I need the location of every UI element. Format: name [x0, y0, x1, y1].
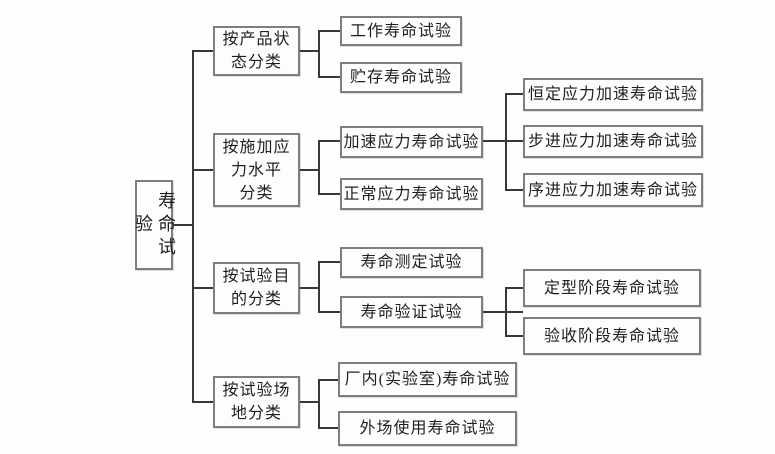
- connector-branch2-stub: [300, 169, 320, 171]
- connector-branch3-stub: [300, 287, 320, 289]
- node-finalization-stage-label: 定型阶段寿命试验: [543, 279, 680, 297]
- node-category-product-state-label: 按产品状 态分类: [222, 31, 291, 71]
- node-progressive-stress-accel-test: 序进应力加速寿命试验: [523, 173, 703, 207]
- connector-branch1-child2: [318, 76, 340, 78]
- connector-accel-vline: [505, 93, 507, 191]
- node-working-life-test: 工作寿命试验: [340, 16, 462, 46]
- connector-branch4-stub: [300, 401, 320, 403]
- connector-branch3-child2: [318, 311, 340, 313]
- node-root-label: 寿命试验: [133, 190, 176, 260]
- node-field-use-label: 外场使用寿命试验: [359, 420, 496, 437]
- connector-root-stub: [173, 224, 193, 226]
- connector-branch4-child1: [318, 379, 338, 381]
- node-accelerated-stress-life-test: 加速应力寿命试验: [340, 126, 483, 158]
- node-category-test-site-label: 按试验场 地分类: [222, 382, 291, 422]
- node-field-use-life-test: 外场使用寿命试验: [338, 411, 517, 446]
- connector-stub-category-2: [192, 169, 214, 171]
- connector-branch3-child1: [318, 261, 340, 263]
- node-accelerated-stress-label: 加速应力寿命试验: [343, 133, 480, 151]
- node-constant-stress-label: 恒定应力加速寿命试验: [527, 86, 698, 103]
- connector-branch4-child2: [318, 427, 338, 429]
- node-normal-stress-life-test: 正常应力寿命试验: [340, 178, 483, 210]
- connector-branch1-vline: [318, 30, 320, 78]
- node-step-stress-label: 步进应力加速寿命试验: [527, 133, 698, 150]
- connector-branch2-child1: [318, 140, 340, 142]
- node-acceptance-stage-life-test: 验收阶段寿命试验: [523, 317, 701, 355]
- node-life-verification-test: 寿命验证试验: [340, 296, 483, 328]
- node-category-product-state: 按产品状 态分类: [213, 26, 300, 76]
- node-constant-stress-accel-test: 恒定应力加速寿命试验: [523, 78, 703, 111]
- connector-branch2-vline: [318, 140, 320, 195]
- node-storage-life-test-label: 贮存寿命试验: [349, 69, 452, 86]
- connector-accel-child1: [505, 93, 523, 95]
- node-category-test-purpose-label: 按试验目 的分类: [222, 268, 291, 308]
- node-life-verification-label: 寿命验证试验: [360, 303, 463, 321]
- node-category-stress-level-label: 按施加应 力水平 分类: [222, 138, 291, 202]
- node-progressive-stress-label: 序进应力加速寿命试验: [527, 181, 698, 199]
- connector-verify-child2: [505, 335, 523, 337]
- connector-branch3-vline: [318, 261, 320, 313]
- node-normal-stress-label: 正常应力寿命试验: [343, 185, 480, 203]
- connector-branch2-child2: [318, 193, 340, 195]
- connector-stub-category-3: [192, 287, 214, 289]
- node-in-plant-lab-life-test: 厂内(实验室)寿命试验: [338, 362, 517, 397]
- node-root-life-test: 寿命试验: [133, 180, 176, 270]
- connector-spine: [192, 50, 194, 403]
- connector-verify-child1: [505, 287, 523, 289]
- node-working-life-test-label: 工作寿命试验: [349, 22, 452, 40]
- connector-accel-child3: [505, 189, 523, 191]
- node-in-plant-lab-label: 厂内(实验室)寿命试验: [344, 371, 511, 388]
- node-finalization-stage-life-test: 定型阶段寿命试验: [523, 269, 701, 307]
- connector-stub-category-1: [192, 50, 214, 52]
- node-acceptance-stage-label: 验收阶段寿命试验: [543, 327, 680, 345]
- node-storage-life-test: 贮存寿命试验: [340, 62, 462, 93]
- connector-accel-stub: [483, 140, 523, 142]
- connector-branch1-child1: [318, 30, 340, 32]
- node-category-test-purpose: 按试验目 的分类: [213, 262, 300, 314]
- connector-verify-vline: [505, 287, 507, 337]
- node-life-measurement-test: 寿命测定试验: [340, 247, 483, 278]
- connector-branch4-vline: [318, 379, 320, 429]
- connector-verify-stub: [483, 311, 523, 313]
- connector-stub-category-4: [192, 401, 214, 403]
- node-category-stress-level: 按施加应 力水平 分类: [213, 133, 300, 207]
- connector-branch1-stub: [300, 50, 320, 52]
- node-life-measurement-label: 寿命测定试验: [360, 254, 463, 271]
- node-category-test-site: 按试验场 地分类: [213, 376, 300, 428]
- node-step-stress-accel-test: 步进应力加速寿命试验: [523, 125, 703, 158]
